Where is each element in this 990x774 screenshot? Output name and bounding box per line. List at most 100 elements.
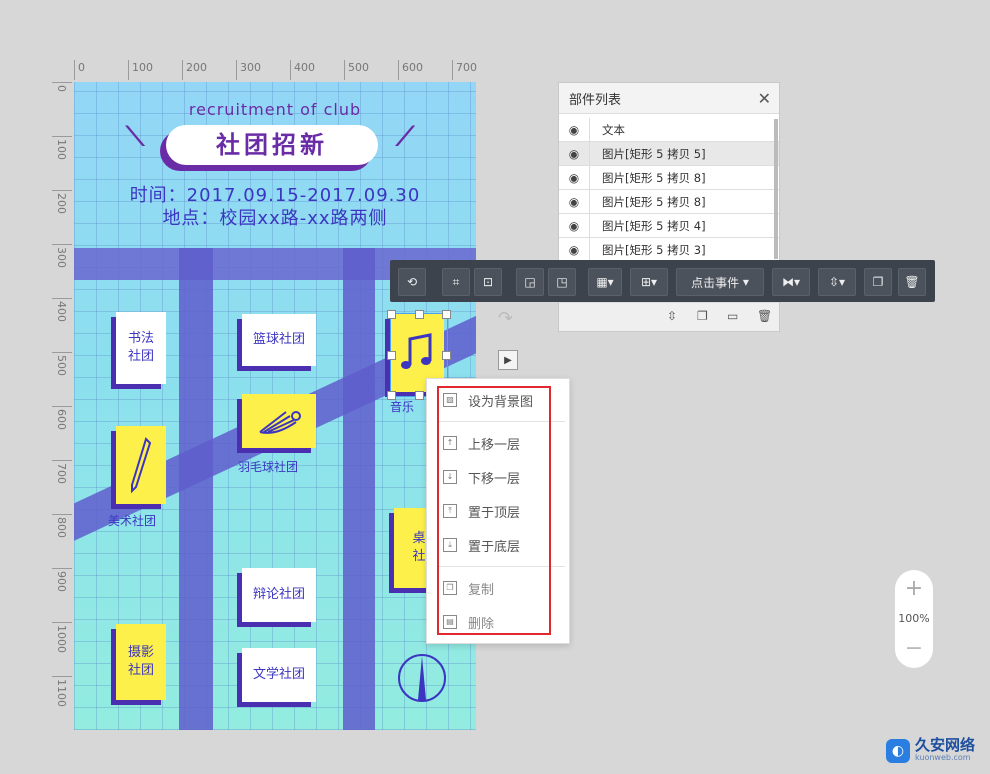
eye-icon[interactable]: ◉ [559,142,590,165]
crop-button[interactable]: ⌗ [442,268,470,296]
shuttlecock-icon [259,411,301,434]
folder-icon[interactable]: ▭ [727,309,739,323]
pencil-icon [131,437,152,493]
resize-handle[interactable] [387,351,396,360]
watermark: ◐ 久安网络 kuonweb.com [886,738,975,763]
vertical-ruler: 0 100 200 300 400 500 600 700 800 900 10… [52,82,72,712]
click-event-select[interactable]: 点击事件 ▾ [676,268,764,296]
redo-icon[interactable]: ↷ [498,308,514,329]
card-calligraphy[interactable]: 书法 社团 [116,312,166,384]
burst-left-icon: ⟍ [126,122,145,152]
poster-title: 社团招新 [216,131,328,159]
card-basketball[interactable]: 篮球社团 [242,314,316,366]
menu-move-up[interactable]: ↑上移一层 [443,431,553,455]
eye-icon[interactable]: ◉ [559,166,590,189]
eye-icon[interactable]: ◉ [559,238,590,261]
ruler-tick: 300 [236,60,261,80]
element-toolbar: ⟲ ⌗ ⊡ ◲ ◳ ▦▾ ⊞▾ 点击事件 ▾ ⧓▾ ⇳▾ ❐ 🗑 [390,260,935,302]
menu-label: 上移一层 [468,437,521,453]
art-label: 美术社团 [108,514,157,528]
border-dropdown[interactable]: ▦▾ [588,268,622,296]
card-art[interactable] [116,426,166,504]
zoom-control: + 100% − [895,570,933,668]
ruler-tick: 0 [74,60,85,80]
resize-handle[interactable] [415,391,424,400]
menu-set-background[interactable]: ▨设为背景图 [443,388,553,412]
flip-dropdown[interactable]: ⧓▾ [772,268,810,296]
menu-move-down[interactable]: ↓下移一层 [443,465,553,489]
ruler-tick: 700 [52,460,72,484]
list-item[interactable]: ◉ 图片[矩形 5 拷贝 4] [559,214,779,238]
list-item-label: 图片[矩形 5 拷贝 3] [602,242,706,257]
card-debate[interactable]: 辩论社团 [242,568,316,622]
ruler-tick: 900 [52,568,72,592]
poster-band-vertical-right [343,248,375,730]
hatch-icon: ▨ [443,393,457,407]
resize-handle[interactable] [387,310,396,319]
poster-place-line[interactable]: 地点：校园xx路-xx路两侧 [162,208,388,229]
compass-icon [398,654,446,702]
zoom-in-button[interactable]: + [904,576,924,601]
ruler-tick: 400 [52,298,72,322]
to-top-icon: ⤒ [443,504,457,518]
ruler-tick: 300 [52,244,72,268]
delete-button[interactable]: 🗑 [898,268,926,296]
card-literature[interactable]: 文学社团 [242,648,316,702]
menu-to-bottom[interactable]: ⤓置于底层 [443,533,553,557]
fit-icon: ◲ [524,275,536,289]
eye-icon[interactable]: ◉ [559,214,590,237]
align-icon[interactable]: ⇳ [667,309,678,323]
menu-divider [437,421,565,422]
list-item[interactable]: ◉ 图片[矩形 5 拷贝 8] [559,166,779,190]
card-badminton[interactable] [242,394,316,448]
resize-handle[interactable] [442,310,451,319]
border-icon: ▦▾ [596,275,614,289]
list-item[interactable]: ◉ 图片[矩形 5 拷贝 8] [559,190,779,214]
menu-copy[interactable]: ❐复制 [443,576,553,600]
ruler-tick: 800 [52,514,72,538]
resize-handle[interactable] [442,351,451,360]
play-button[interactable]: ▶ [498,350,518,370]
ruler-tick: 0 [52,82,72,92]
align-dropdown[interactable]: ⊞▾ [630,268,668,296]
menu-delete[interactable]: ▤删除 [443,610,553,634]
trash-icon[interactable]: 🗑 [757,309,773,323]
music-label: 音乐 [390,400,415,414]
rotate-button[interactable]: ⟲ [398,268,426,296]
fit-button[interactable]: ◲ [516,268,544,296]
list-item[interactable]: ◉ 图片[矩形 5 拷贝 5] [559,142,779,166]
fill-icon: ◳ [556,275,568,289]
align-icon: ⊞▾ [640,275,658,289]
list-item-label: 图片[矩形 5 拷贝 8] [602,170,706,185]
eye-icon[interactable]: ◉ [559,190,590,213]
eye-icon[interactable]: ◉ [559,118,590,141]
close-icon[interactable]: ✕ [757,89,771,108]
menu-label: 置于顶层 [468,505,521,521]
layer-dropdown[interactable]: ⇳▾ [818,268,856,296]
menu-label: 置于底层 [468,539,521,555]
poster-time-line[interactable]: 时间：2017.09.15-2017.09.30 [129,185,421,206]
panel-title: 部件列表 [569,92,622,108]
panel-scrollbar[interactable] [774,119,778,259]
menu-to-top[interactable]: ⤒ 置于顶层 [443,499,553,523]
copy-icon[interactable]: ❐ [697,309,708,323]
burst-right-icon: ⟋ [396,122,415,152]
resize-handle[interactable] [415,310,424,319]
ruler-tick: 200 [182,60,207,80]
duplicate-button[interactable]: ❐ [864,268,892,296]
poster-canvas[interactable]: recruitment of club ⟍ ⟋ 社团招新 时间：2017.09.… [74,82,476,730]
list-item[interactable]: ◉ 文本 [559,118,779,142]
zoom-out-button[interactable]: − [904,636,924,661]
resize-handle[interactable] [387,391,396,400]
resize-button[interactable]: ⊡ [474,268,502,296]
ruler-tick: 500 [52,352,72,376]
list-item[interactable]: ◉ 图片[矩形 5 拷贝 3] [559,238,779,262]
fill-button[interactable]: ◳ [548,268,576,296]
selection-frame[interactable] [387,310,451,400]
poster-title-pill[interactable]: 社团招新 [166,125,378,165]
resize-icon: ⊡ [482,275,494,289]
panel-footer: ⇳ ❐ ▭ 🗑 [559,302,779,331]
watermark-logo-icon: ◐ [886,738,910,763]
poster-recruit-text[interactable]: recruitment of club [188,100,362,119]
card-photo[interactable]: 摄影 社团 [116,624,166,700]
